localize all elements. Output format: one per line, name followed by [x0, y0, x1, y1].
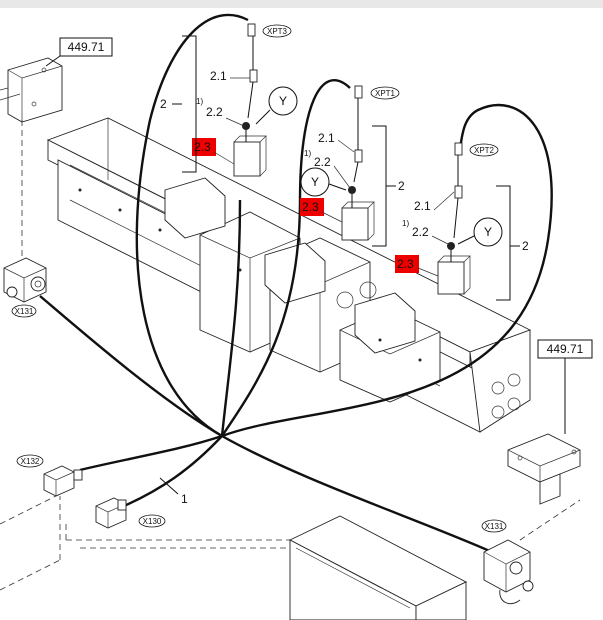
tag-x131-right-text: X131	[485, 522, 504, 531]
lbl-2-b: 2	[398, 179, 405, 193]
tag-x131-right	[481, 519, 507, 533]
left-bracket	[0, 57, 63, 123]
top-band	[0, 0, 603, 8]
lbl-2-1-a: 2.1	[210, 69, 227, 83]
callout-y-1-text: Y	[279, 94, 287, 108]
connector-x130	[95, 497, 127, 529]
part-label-right: 449.71	[547, 342, 584, 356]
connector-x131-right	[483, 539, 534, 604]
highlight-2-3-a	[192, 138, 216, 156]
lbl-2-2-b: 2.2	[314, 155, 331, 169]
part-box-left	[59, 37, 113, 57]
cabinet	[288, 515, 468, 620]
cable-harness	[39, 13, 553, 554]
highlight-2-3-b	[300, 198, 324, 216]
connector-x132	[43, 465, 83, 497]
tag-x132-text: X132	[21, 457, 40, 466]
lbl-2-2-c: 2.2	[412, 225, 429, 239]
lbl-2-a: 2	[160, 97, 167, 111]
callout-y-2	[300, 167, 330, 197]
main-frame	[46, 117, 532, 433]
lbl-2-2-a: 2.2	[206, 105, 223, 119]
sensor-xpt1	[341, 85, 375, 241]
sensor-xpt2	[437, 142, 471, 295]
tag-x132	[16, 454, 44, 468]
tag-xpt3	[262, 24, 292, 38]
lbl-note1-b: 1)	[304, 149, 311, 158]
lbl-note1-c: 1)	[402, 219, 409, 228]
callout-y-3-text: Y	[484, 225, 492, 239]
right-bracket	[507, 433, 581, 505]
highlight-2-3-c	[395, 255, 419, 273]
tag-x130	[138, 514, 166, 528]
tag-xpt2	[469, 143, 499, 157]
part-label-left: 449.71	[68, 40, 105, 54]
callout-y-3	[473, 217, 503, 247]
connector-x131-left	[3, 257, 47, 303]
lbl-2-1-b: 2.1	[318, 131, 335, 145]
sensor-xpt3	[233, 23, 267, 177]
tag-xpt1-text: XPT1	[375, 89, 396, 98]
tag-xpt3-text: XPT3	[267, 27, 288, 36]
lbl-2-3-c: 2.3	[397, 257, 414, 271]
lbl-2-3-b: 2.3	[302, 200, 319, 214]
tag-x131-left	[11, 304, 37, 318]
tag-x131-left-text: X131	[15, 307, 34, 316]
lbl-2-c: 2	[522, 239, 529, 253]
lbl-2-1-c: 2.1	[414, 199, 431, 213]
tag-xpt2-text: XPT2	[474, 146, 495, 155]
tag-x130-text: X130	[143, 517, 162, 526]
callout-y-2-text: Y	[311, 175, 319, 189]
lbl-harness-1: 1	[181, 492, 188, 506]
callout-y-1	[268, 86, 298, 116]
lbl-2-3-a: 2.3	[194, 140, 211, 154]
tag-xpt1	[370, 86, 400, 100]
lbl-note1-a: 1)	[196, 97, 203, 106]
